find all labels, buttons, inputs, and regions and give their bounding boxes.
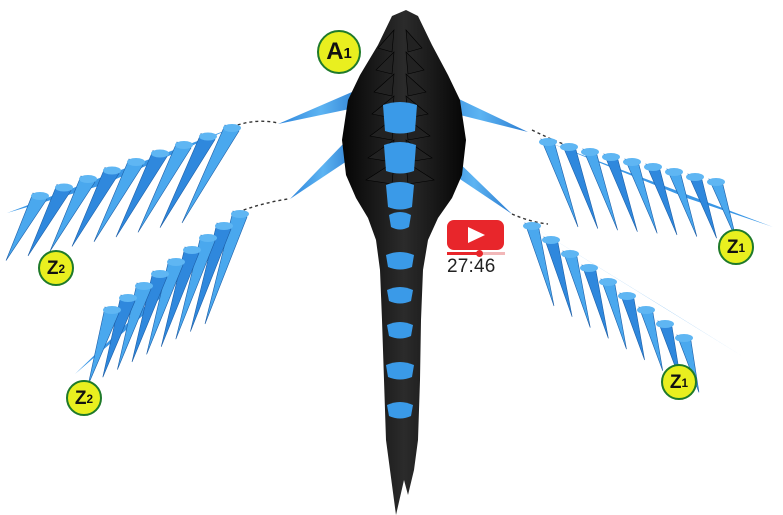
wing-piece-top	[581, 148, 599, 156]
wing-piece-top	[707, 178, 725, 186]
wing-piece-top	[644, 163, 662, 171]
wing-piece-top	[675, 334, 693, 342]
wing-piece-top	[560, 143, 578, 151]
video-progress-fill	[447, 252, 479, 255]
body-blue-segment	[387, 287, 413, 304]
wing-piece	[620, 293, 645, 360]
wing-piece-top	[151, 270, 169, 278]
wing-piece-top	[623, 158, 641, 166]
badge-letter: Z	[727, 238, 739, 257]
body-blue-segment	[387, 322, 413, 339]
wing-piece-top	[542, 236, 560, 244]
wing-piece-top	[686, 173, 704, 181]
wing-right-upper	[539, 138, 773, 240]
wing-piece-top	[103, 167, 121, 175]
wing-piece-top	[665, 168, 683, 176]
video-player-widget[interactable]: 27:46	[447, 220, 507, 284]
wing-piece-top	[637, 306, 655, 314]
badge-subscript: 1	[344, 47, 352, 62]
wing-piece-top	[215, 222, 233, 230]
wing-piece-top	[167, 258, 185, 266]
badge-letter: A	[326, 40, 343, 64]
video-progress-knob[interactable]	[476, 250, 483, 257]
wing-piece-top	[55, 184, 73, 192]
wing-piece-top	[119, 294, 137, 302]
wing-piece-top	[199, 133, 217, 141]
wing-piece-top	[31, 192, 49, 200]
body-blue-segment	[386, 362, 414, 380]
wing-piece-top	[183, 246, 201, 254]
body-blue-segment	[387, 402, 413, 419]
wing-left-lower	[75, 210, 249, 385]
body-blue-segment	[386, 182, 414, 210]
wing-piece-top	[618, 292, 636, 300]
wing-piece-top	[223, 124, 241, 132]
badge-subscript: 1	[739, 243, 746, 255]
body-blue-segment	[383, 102, 417, 134]
wing-piece-top	[103, 306, 121, 314]
wing-piece-top	[539, 138, 557, 146]
wing-piece-top	[599, 278, 617, 286]
wing-piece-top	[231, 210, 249, 218]
wing-right-lower	[523, 222, 742, 392]
body-blue-segment	[386, 252, 414, 270]
badge-subscript: 2	[87, 394, 94, 406]
wing-piece-top	[151, 150, 169, 158]
badge-letter: Z	[670, 373, 682, 392]
wing-piece-top	[602, 153, 620, 161]
video-duration: 27:46	[447, 256, 507, 278]
wing-piece-top	[580, 264, 598, 272]
badge-subscript: 1	[682, 378, 689, 390]
wing-piece-top	[135, 282, 153, 290]
wing-piece-top	[656, 320, 674, 328]
body-blue-segment	[384, 142, 416, 174]
badge-letter: Z	[47, 259, 59, 278]
wing-piece	[639, 307, 663, 371]
wing-piece-top	[199, 234, 217, 242]
video-progress-bar[interactable]	[447, 252, 505, 255]
wing-piece-top	[127, 158, 145, 166]
body-blue-segment	[389, 212, 411, 230]
play-video-icon[interactable]	[447, 220, 504, 250]
wing-piece	[601, 279, 626, 349]
badge-subscript: 2	[59, 264, 66, 276]
wing-piece-top	[523, 222, 541, 230]
wing-piece-top	[561, 250, 579, 258]
badge-letter: Z	[75, 389, 87, 408]
wing-piece-top	[79, 175, 97, 183]
wing-piece	[582, 265, 608, 338]
wing-piece-top	[175, 141, 193, 149]
wing-piece	[525, 223, 554, 306]
